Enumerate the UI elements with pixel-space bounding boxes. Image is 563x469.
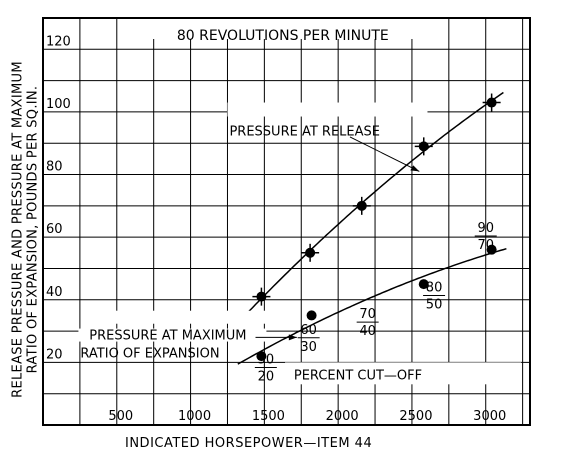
chart-labels: 80 REVOLUTIONS PER MINUTE 20 40 60 80 100 120 5… bbox=[46, 19, 522, 424]
cutoff-bottom: 70 bbox=[477, 238, 494, 253]
x-tick-label: 500 bbox=[108, 409, 133, 424]
cutoff-bottom: 20 bbox=[258, 370, 275, 385]
data-points bbox=[252, 93, 501, 362]
release-pressure-point bbox=[482, 93, 501, 112]
y-tick-label: 80 bbox=[46, 160, 63, 175]
x-tick-label: 2500 bbox=[399, 409, 432, 424]
cutoff-backdrop bbox=[285, 362, 522, 385]
release-pressure-point bbox=[301, 243, 320, 262]
cutoff-top: 80 bbox=[426, 281, 443, 296]
chart-title: 80 REVOLUTIONS PER MINUTE bbox=[177, 28, 389, 44]
y-tick-label: 40 bbox=[46, 285, 63, 300]
y-axis-label-line1: RELEASE PRESSURE AND PRESSURE AT MAXIMUM bbox=[10, 61, 26, 398]
leader-release bbox=[349, 136, 420, 172]
cutoff-bottom: 50 bbox=[426, 298, 443, 313]
series-label-release: PRESSURE AT RELEASE bbox=[229, 124, 380, 139]
curve-series-2 bbox=[237, 247, 507, 365]
x-tick-label: 3000 bbox=[473, 409, 506, 424]
cutoff-top: 90 bbox=[477, 221, 494, 236]
cutoff-top: 50 bbox=[258, 353, 275, 368]
release-pressure-point bbox=[352, 196, 371, 215]
fitted-curves bbox=[237, 91, 507, 365]
leader-max-arrowhead bbox=[288, 334, 297, 341]
max-expansion-point bbox=[418, 279, 429, 290]
x-tick-label: 2000 bbox=[326, 409, 359, 424]
cutoff-bottom: 30 bbox=[300, 340, 317, 355]
leader-release-arrowhead bbox=[410, 165, 420, 172]
label-backdrop bbox=[78, 328, 267, 342]
x-axis-label: INDICATED HORSEPOWER—ITEM 44 bbox=[125, 436, 373, 451]
title-backdrop bbox=[119, 19, 446, 39]
label-backdrop bbox=[87, 310, 298, 324]
cutoff-bottom: 40 bbox=[359, 324, 376, 339]
y-tick-label: 20 bbox=[46, 347, 63, 362]
release-pressure-point bbox=[252, 287, 271, 306]
cutoff-top: 70 bbox=[359, 307, 376, 322]
cutoff-label: PERCENT CUT—OFF bbox=[294, 369, 422, 384]
series-label-max-line1: PRESSURE AT MAXIMUM bbox=[89, 329, 246, 344]
y-axis-label-line2: RATIO OF EXPANSION, POUNDS PER SQ.IN. bbox=[25, 85, 41, 374]
curve-series-1 bbox=[243, 91, 504, 318]
y-tick-label: 60 bbox=[46, 222, 63, 237]
x-tick-label: 1000 bbox=[178, 409, 211, 424]
max-expansion-point bbox=[486, 244, 497, 255]
grid bbox=[42, 17, 531, 426]
plot-frame bbox=[42, 17, 531, 426]
series-label-max-line2: RATIO OF EXPANSION bbox=[80, 346, 219, 361]
label-backdrop bbox=[227, 102, 428, 117]
release-pressure-point bbox=[414, 137, 433, 156]
max-expansion-point bbox=[256, 351, 267, 362]
max-expansion-point bbox=[306, 310, 317, 321]
y-tick-label: 120 bbox=[46, 34, 71, 49]
cutoff-top: 60 bbox=[300, 323, 317, 338]
y-tick-label: 100 bbox=[46, 97, 71, 112]
x-tick-label: 1500 bbox=[252, 409, 285, 424]
